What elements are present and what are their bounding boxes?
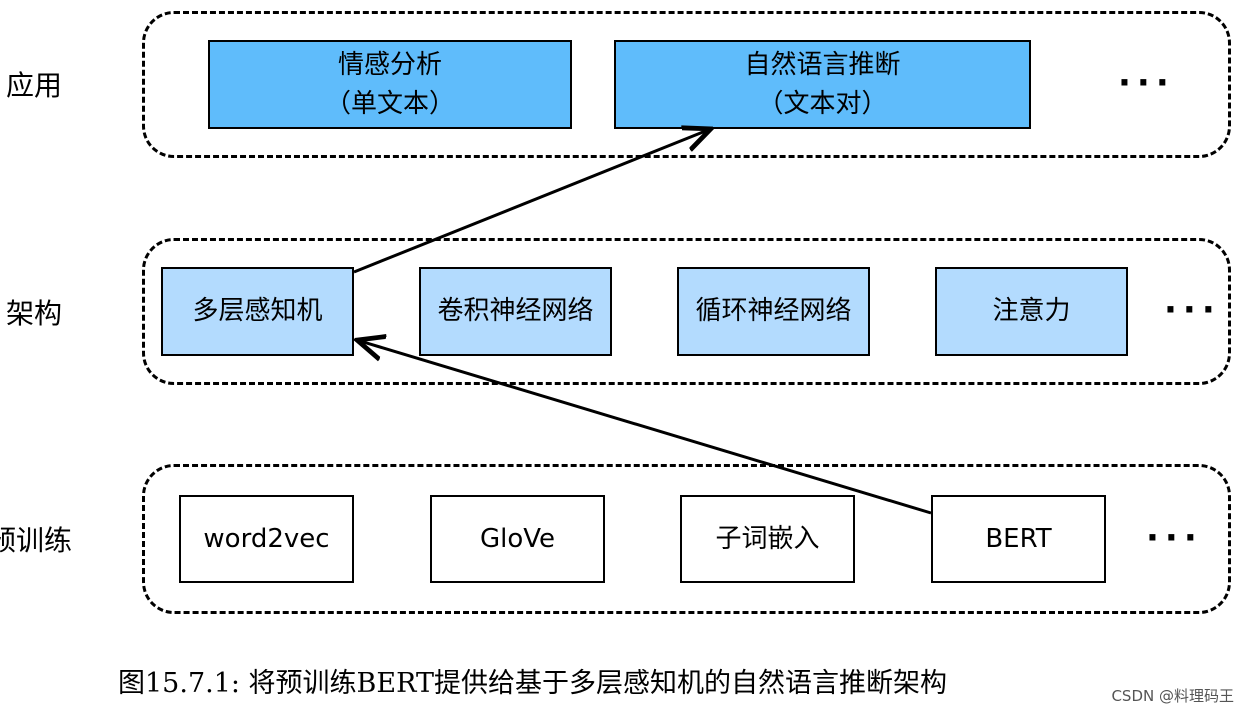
arch-box-cnn: 卷积神经网络 (419, 267, 612, 356)
pretrain-box-bert: BERT (931, 495, 1106, 583)
arch-box-rnn: 循环神经网络 (677, 267, 870, 356)
row-label-application: 应用 (6, 69, 63, 102)
row-label-architecture: 架构 (6, 297, 63, 330)
app-box-subtitle: （单文本） (324, 88, 455, 119)
arch-box-mlp: 多层感知机 (161, 267, 354, 356)
arch-box-label: 循环神经网络 (695, 296, 852, 326)
pretraining-ellipsis: ··· (1146, 518, 1203, 558)
app-box-title: 自然语言推断 (744, 49, 901, 80)
pretrain-box-label: word2vec (203, 523, 330, 554)
app-box-subtitle: （文本对） (757, 88, 888, 119)
app-box-sentiment-analysis: 情感分析 （单文本） (208, 40, 572, 129)
arch-box-label: 卷积神经网络 (437, 296, 594, 326)
app-box-title: 情感分析 (337, 49, 442, 80)
pretrain-box-word2vec: word2vec (179, 495, 354, 583)
application-ellipsis: ··· (1118, 63, 1175, 103)
pretrain-box-subword-embedding: 子词嵌入 (680, 495, 855, 583)
pretrain-box-label: GloVe (479, 523, 556, 554)
arch-box-label: 多层感知机 (192, 296, 323, 326)
pretrain-box-label: BERT (985, 523, 1052, 554)
arch-box-label: 注意力 (992, 296, 1071, 326)
pretrain-box-label: 子词嵌入 (715, 523, 820, 554)
row-label-pretraining: 预训练 (0, 524, 73, 557)
pretrain-box-glove: GloVe (430, 495, 605, 583)
arch-box-attention: 注意力 (935, 267, 1128, 356)
architecture-ellipsis: ··· (1164, 290, 1221, 330)
app-box-natural-language-inference: 自然语言推断 （文本对） (614, 40, 1031, 129)
watermark: CSDN @料理码王 (1111, 687, 1234, 705)
figure-caption: 图15.7.1: 将预训练BERT提供给基于多层感知机的自然语言推断架构 (118, 668, 947, 699)
